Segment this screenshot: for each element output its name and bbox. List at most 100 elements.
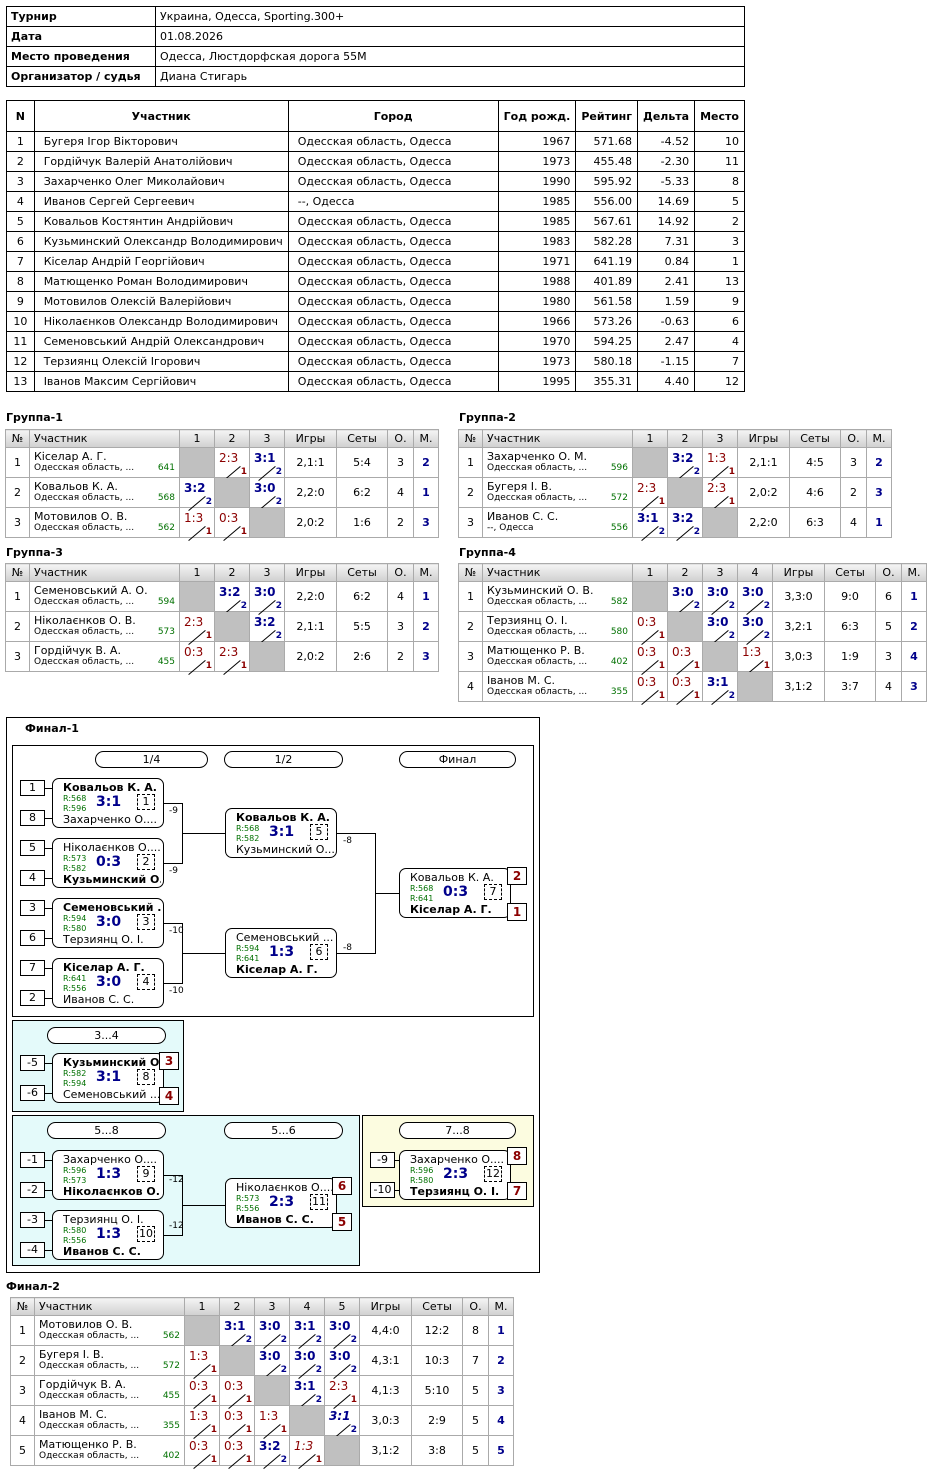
player-rating: R:582 xyxy=(236,834,260,843)
bracket-line xyxy=(182,1205,225,1206)
bracket-line xyxy=(45,1160,52,1161)
row-number: 3 xyxy=(458,641,483,672)
match-score: 2:3 xyxy=(707,481,727,495)
match-score: 3:2 xyxy=(672,511,694,525)
player-rating: R:568 xyxy=(410,884,434,893)
match-points: 1 xyxy=(205,631,212,641)
table-cell: 1970 xyxy=(497,331,577,352)
row-number: 1 xyxy=(10,1315,35,1346)
city-text: Одесская область, ... xyxy=(487,596,588,607)
group-header: Сеты xyxy=(789,429,841,448)
bracket-line xyxy=(45,878,52,879)
self-cell xyxy=(737,671,773,702)
match-player-top: Терзиянц О. І. xyxy=(63,1213,144,1226)
match-player-top: Захарченко О.... xyxy=(410,1153,504,1166)
place-badge: 6 xyxy=(332,1177,352,1195)
match-number: 12 xyxy=(484,1166,502,1182)
slash-divider xyxy=(188,660,206,675)
table-cell: 1.59 xyxy=(637,291,696,312)
match-number: 8 xyxy=(137,1069,155,1085)
match-score: 3:0 xyxy=(742,615,764,629)
info-value: Диана Стигарь xyxy=(155,66,745,87)
match-player-bottom: Захарченко О.... xyxy=(63,813,157,826)
match-number: 3 xyxy=(137,914,155,930)
match-score: 0:3 xyxy=(189,1379,209,1393)
bracket-line xyxy=(164,1235,182,1236)
table-cell: Семеновський Андрій Олександрович xyxy=(33,331,289,352)
group-header: Игры xyxy=(737,429,790,448)
player-rating: R:641 xyxy=(410,894,434,903)
match-points: 2 xyxy=(315,1335,322,1345)
group-header: 2 xyxy=(219,1297,255,1316)
match-points: 2 xyxy=(728,631,735,641)
match-points: 1 xyxy=(205,661,212,671)
city-text: Одесская область, ... xyxy=(487,686,588,697)
participant-cell: Ковальов К. А.Одесская область, ...568 xyxy=(29,477,180,508)
participant-cell: Мотовилов О. В.Одесская область, ...562 xyxy=(34,1315,185,1346)
city-text: Одесская область, ... xyxy=(39,1330,140,1341)
seed-box: 1 xyxy=(20,780,45,796)
group-header: № xyxy=(458,429,483,448)
match-points: 1 xyxy=(728,497,735,507)
match-points: 2 xyxy=(693,601,700,611)
slash-divider xyxy=(676,690,694,705)
table-cell: 3 xyxy=(6,171,35,192)
match-score: 0:3 xyxy=(219,511,239,525)
loser-goes-to: -10 xyxy=(169,926,184,936)
match-score: 2:3 xyxy=(219,645,239,659)
row-number: 3 xyxy=(10,1375,35,1406)
row-number: 3 xyxy=(458,507,483,538)
seed-box: 3 xyxy=(20,900,45,916)
points: 6 xyxy=(875,581,902,612)
participant-rating: 355 xyxy=(162,1420,180,1431)
table-cell: 1973 xyxy=(497,351,577,372)
group-header: М. xyxy=(488,1297,514,1316)
group-header: 5 xyxy=(324,1297,360,1316)
match-number: 11 xyxy=(310,1194,328,1210)
sets: 6:3 xyxy=(824,611,876,642)
group-header: Сеты xyxy=(336,563,388,582)
bracket-line xyxy=(164,923,182,924)
self-cell xyxy=(702,507,738,538)
participant-cell: Ніколаєнков О. В.Одесская область, ...57… xyxy=(29,611,180,642)
row-number: 2 xyxy=(5,477,30,508)
group-header: Участник xyxy=(482,563,633,582)
sets: 5:5 xyxy=(336,611,388,642)
match-score: 3:0 xyxy=(707,585,729,599)
participant-city: Одесская область, ...641 xyxy=(30,463,179,473)
points: 7 xyxy=(462,1345,489,1376)
seed-box: 6 xyxy=(20,930,45,946)
sets: 3:8 xyxy=(411,1435,463,1466)
city-text: Одесская область, ... xyxy=(34,596,135,607)
group-header: 3 xyxy=(249,563,285,582)
points: 5 xyxy=(462,1435,489,1466)
round-header: 1/2 xyxy=(224,751,343,768)
games: 3,1:2 xyxy=(359,1435,412,1466)
points: 5 xyxy=(875,611,902,642)
table-cell: 561.58 xyxy=(575,291,639,312)
